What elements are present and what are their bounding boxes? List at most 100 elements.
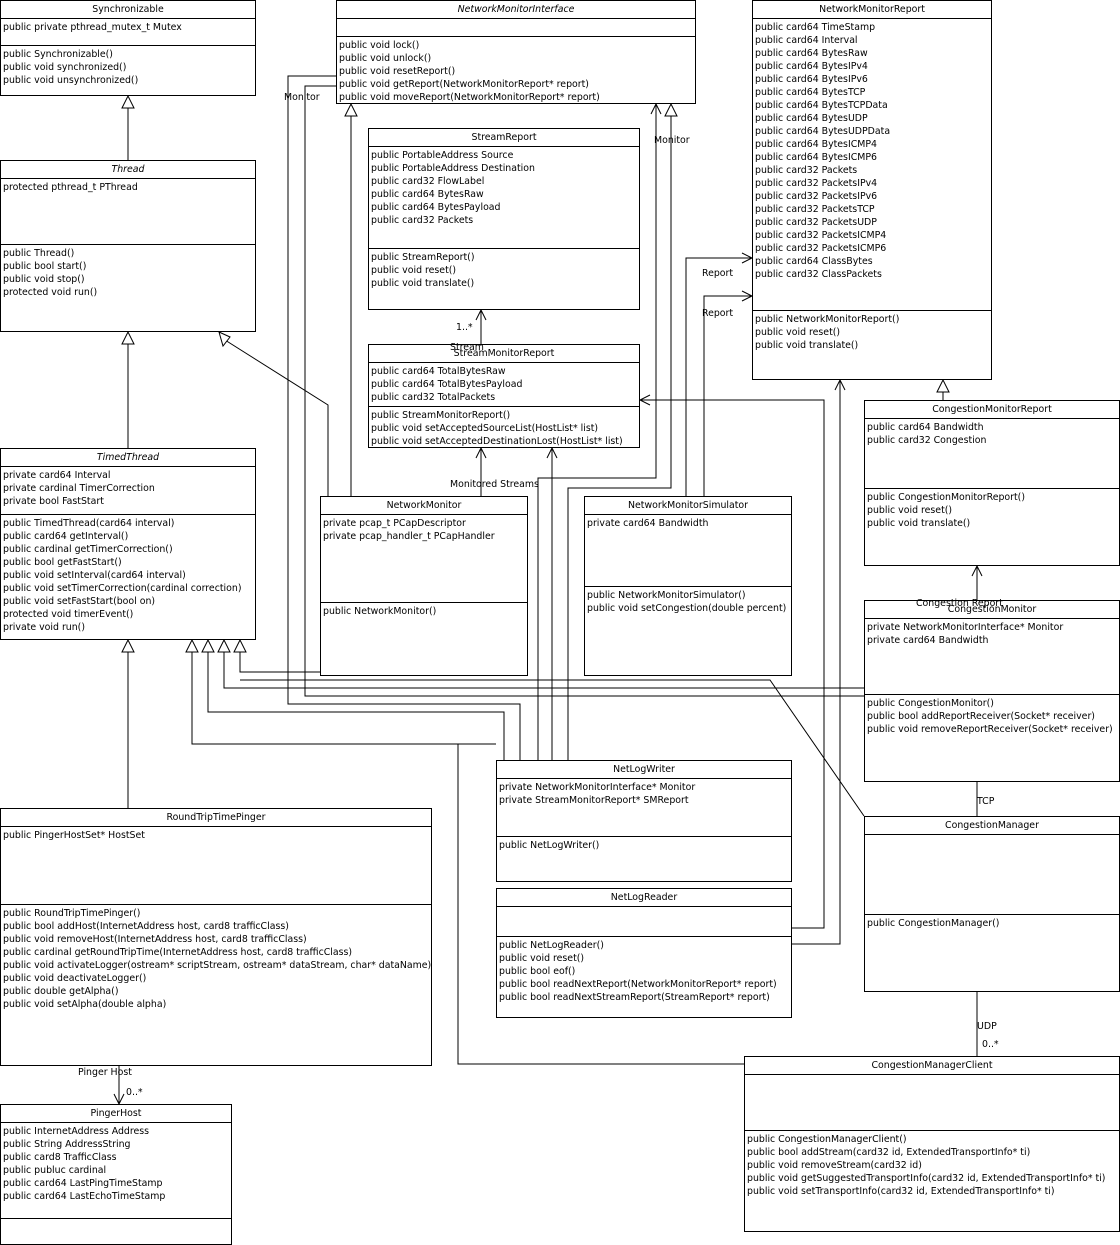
operation: public card64 getInterval() xyxy=(3,531,129,542)
attribute: public card64 ClassBytes xyxy=(755,256,873,267)
attribute: public String AddressString xyxy=(3,1139,131,1150)
attribute: private cardinal TimerCorrection xyxy=(3,483,155,494)
generalization-congestionmanager-timedthread xyxy=(240,679,865,817)
attribute: public card64 BytesPayload xyxy=(371,202,501,213)
class-congestion-monitor-report[interactable]: CongestionMonitorReport public card64 Ba… xyxy=(864,400,1120,566)
association-congestionmonitor-interface xyxy=(304,85,864,697)
label-udp: UDP xyxy=(977,1021,997,1032)
generalization-congestionmonitor-timedthread xyxy=(223,640,864,689)
association-reader-streammonitorreport xyxy=(640,399,825,929)
attribute: public card32 PacketsIPv6 xyxy=(755,191,878,202)
attribute: public card64 BytesICMP6 xyxy=(755,152,877,163)
class-net-log-reader[interactable]: NetLogReader public NetLogReader() publi… xyxy=(496,888,792,1018)
class-title: Synchronizable xyxy=(1,1,255,19)
class-congestion-monitor[interactable]: CongestionMonitor private NetworkMonitor… xyxy=(864,600,1120,782)
generalization-simulator-interface xyxy=(567,104,672,760)
class-thread[interactable]: Thread protected pthread_t PThread publi… xyxy=(0,160,256,332)
class-network-monitor-interface[interactable]: NetworkMonitorInterface public void lock… xyxy=(336,0,696,104)
operations: public CongestionManager() xyxy=(865,915,1119,991)
attributes: public card64 TotalBytesRaw public card6… xyxy=(369,363,639,407)
attribute: public card64 LastEchoTimeStamp xyxy=(3,1191,166,1202)
attribute: public InternetAddress Address xyxy=(3,1126,150,1137)
attribute: public PingerHostSet* HostSet xyxy=(3,830,145,841)
attribute: public card32 PacketsICMP6 xyxy=(755,243,887,254)
attributes xyxy=(337,19,695,37)
class-congestion-manager[interactable]: CongestionManager public CongestionManag… xyxy=(864,816,1120,992)
attribute: private card64 Bandwidth xyxy=(867,635,989,646)
class-title: CongestionManagerClient xyxy=(745,1057,1119,1075)
attribute: private pcap_t PCapDescriptor xyxy=(323,518,466,529)
operation: public NetworkMonitorSimulator() xyxy=(587,590,746,601)
class-title: NetworkMonitorReport xyxy=(753,1,991,19)
class-title: Thread xyxy=(1,161,255,179)
class-title: NetLogReader xyxy=(497,889,791,907)
label-pinger-host-role: Pinger Host xyxy=(78,1067,132,1078)
attribute: public publuc cardinal xyxy=(3,1165,107,1176)
operation: public void moveReport(NetworkMonitorRep… xyxy=(339,92,600,103)
attribute: public card32 PacketsIPv4 xyxy=(755,178,878,189)
operation: public bool addHost(InternetAddress host… xyxy=(3,921,289,932)
operation: protected void run() xyxy=(3,287,98,298)
operations: public void lock() public void unlock() … xyxy=(337,37,695,103)
operation: public NetworkMonitorReport() xyxy=(755,314,900,325)
label-congestion-report: Congestion Report xyxy=(916,598,1003,609)
class-stream-report[interactable]: StreamReport public PortableAddress Sour… xyxy=(368,128,640,310)
attributes: public PortableAddress Source public Por… xyxy=(369,147,639,249)
class-synchronizable[interactable]: Synchronizable public private pthread_mu… xyxy=(0,0,256,96)
operation: public void removeStream(card32 id) xyxy=(747,1160,922,1171)
operation: public void unlock() xyxy=(339,53,432,64)
class-network-monitor[interactable]: NetworkMonitor private pcap_t PCapDescri… xyxy=(320,496,528,676)
class-network-monitor-report[interactable]: NetworkMonitorReport public card64 TimeS… xyxy=(752,0,992,380)
operation: public void translate() xyxy=(755,340,859,351)
class-network-monitor-simulator[interactable]: NetworkMonitorSimulator private card64 B… xyxy=(584,496,792,676)
attribute: public card32 PacketsICMP4 xyxy=(755,230,887,241)
attribute: public private pthread_mutex_t Mutex xyxy=(3,22,182,33)
class-title: CongestionManager xyxy=(865,817,1119,835)
operation: public bool start() xyxy=(3,261,87,272)
class-congestion-manager-client[interactable]: CongestionManagerClient public Congestio… xyxy=(744,1056,1120,1232)
label-monitored-streams: Monitored Streams xyxy=(450,479,539,490)
class-net-log-writer[interactable]: NetLogWriter private NetworkMonitorInter… xyxy=(496,760,792,882)
attributes: protected pthread_t PThread xyxy=(1,179,255,245)
operation: public void setAcceptedSourceList(HostLi… xyxy=(371,423,599,434)
generalization-client-timedthread xyxy=(457,744,744,1065)
class-stream-monitor-report[interactable]: StreamMonitorReport public card64 TotalB… xyxy=(368,344,640,448)
attributes: private NetworkMonitorInterface* Monitor… xyxy=(865,619,1119,695)
class-timed-thread[interactable]: TimedThread private card64 Interval priv… xyxy=(0,448,256,640)
attribute: public card64 BytesUDPData xyxy=(755,126,891,137)
label-udp-multiplicity: 0..* xyxy=(982,1039,999,1050)
attribute: private card64 Interval xyxy=(3,470,111,481)
operations: public CongestionMonitorReport() public … xyxy=(865,489,1119,565)
attribute: public card32 Packets xyxy=(371,215,474,226)
class-title: StreamMonitorReport xyxy=(369,345,639,363)
operation: public NetworkMonitor() xyxy=(323,606,437,617)
attribute: public card32 TotalPackets xyxy=(371,392,496,403)
operations: public TimedThread(card64 interval) publ… xyxy=(1,515,255,639)
attribute: public PortableAddress Destination xyxy=(371,163,535,174)
operation: public bool addReportReceiver(Socket* re… xyxy=(867,711,1095,722)
attributes: private card64 Interval private cardinal… xyxy=(1,467,255,515)
attribute: public card32 Congestion xyxy=(867,435,987,446)
class-pinger-host[interactable]: PingerHost public InternetAddress Addres… xyxy=(0,1104,232,1245)
operation: public void getReport(NetworkMonitorRepo… xyxy=(339,79,589,90)
class-title: CongestionMonitorReport xyxy=(865,401,1119,419)
operations: public NetLogReader() public void reset(… xyxy=(497,937,791,1017)
label-tcp: TCP xyxy=(977,796,995,807)
operation: public bool readNextStreamReport(StreamR… xyxy=(499,992,770,1003)
attribute: private NetworkMonitorInterface* Monitor xyxy=(867,622,1064,633)
operations: public NetLogWriter() xyxy=(497,837,791,881)
attributes: public card64 Bandwidth public card32 Co… xyxy=(865,419,1119,489)
attribute: public card32 FlowLabel xyxy=(371,176,485,187)
operation: public void lock() xyxy=(339,40,420,51)
label-report-lower: Report xyxy=(702,308,734,319)
operation: public cardinal getTimerCorrection() xyxy=(3,544,173,555)
attributes: public InternetAddress Address public St… xyxy=(1,1123,231,1219)
operation: public double getAlpha() xyxy=(3,986,119,997)
class-title: RoundTripTimePinger xyxy=(1,809,431,827)
attributes xyxy=(745,1075,1119,1131)
association-report-upper xyxy=(685,257,752,496)
label-stream-role: Stream xyxy=(450,342,484,353)
generalization-networkmonitor-timedthread xyxy=(239,640,320,673)
class-round-trip-time-pinger[interactable]: RoundTripTimePinger public PingerHostSet… xyxy=(0,808,432,1066)
operation: public TimedThread(card64 interval) xyxy=(3,518,175,529)
